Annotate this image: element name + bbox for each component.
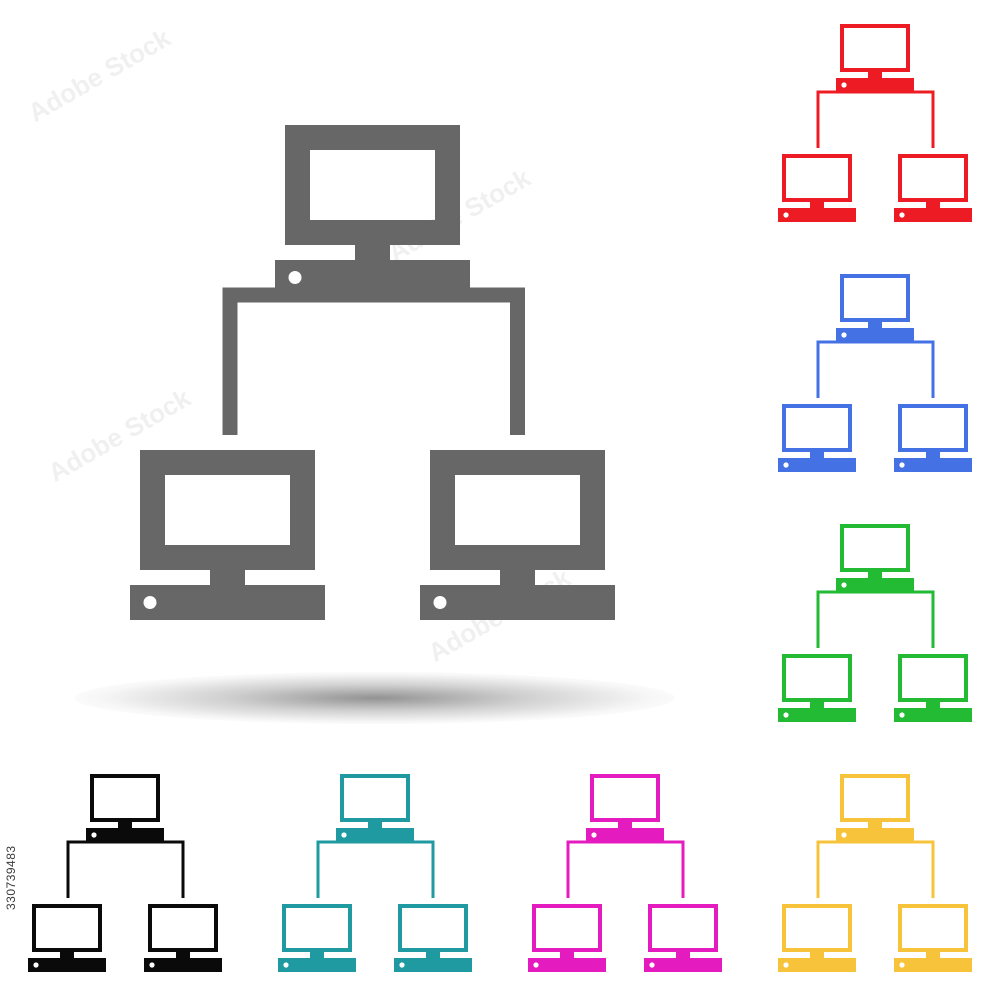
network-icon-teal — [278, 772, 474, 976]
network-icon-green — [778, 522, 974, 726]
stock-id-label: 330739483 — [4, 845, 18, 910]
computer-network-icon — [130, 120, 620, 630]
network-icon-magenta — [528, 772, 724, 976]
watermark-1: Adobe Stock — [22, 22, 176, 128]
network-icon-blue — [778, 272, 974, 476]
main-icon-shadow — [75, 672, 675, 724]
network-icon-red — [778, 22, 974, 226]
network-icon-yellow — [778, 772, 974, 976]
network-icon-black — [28, 772, 224, 976]
